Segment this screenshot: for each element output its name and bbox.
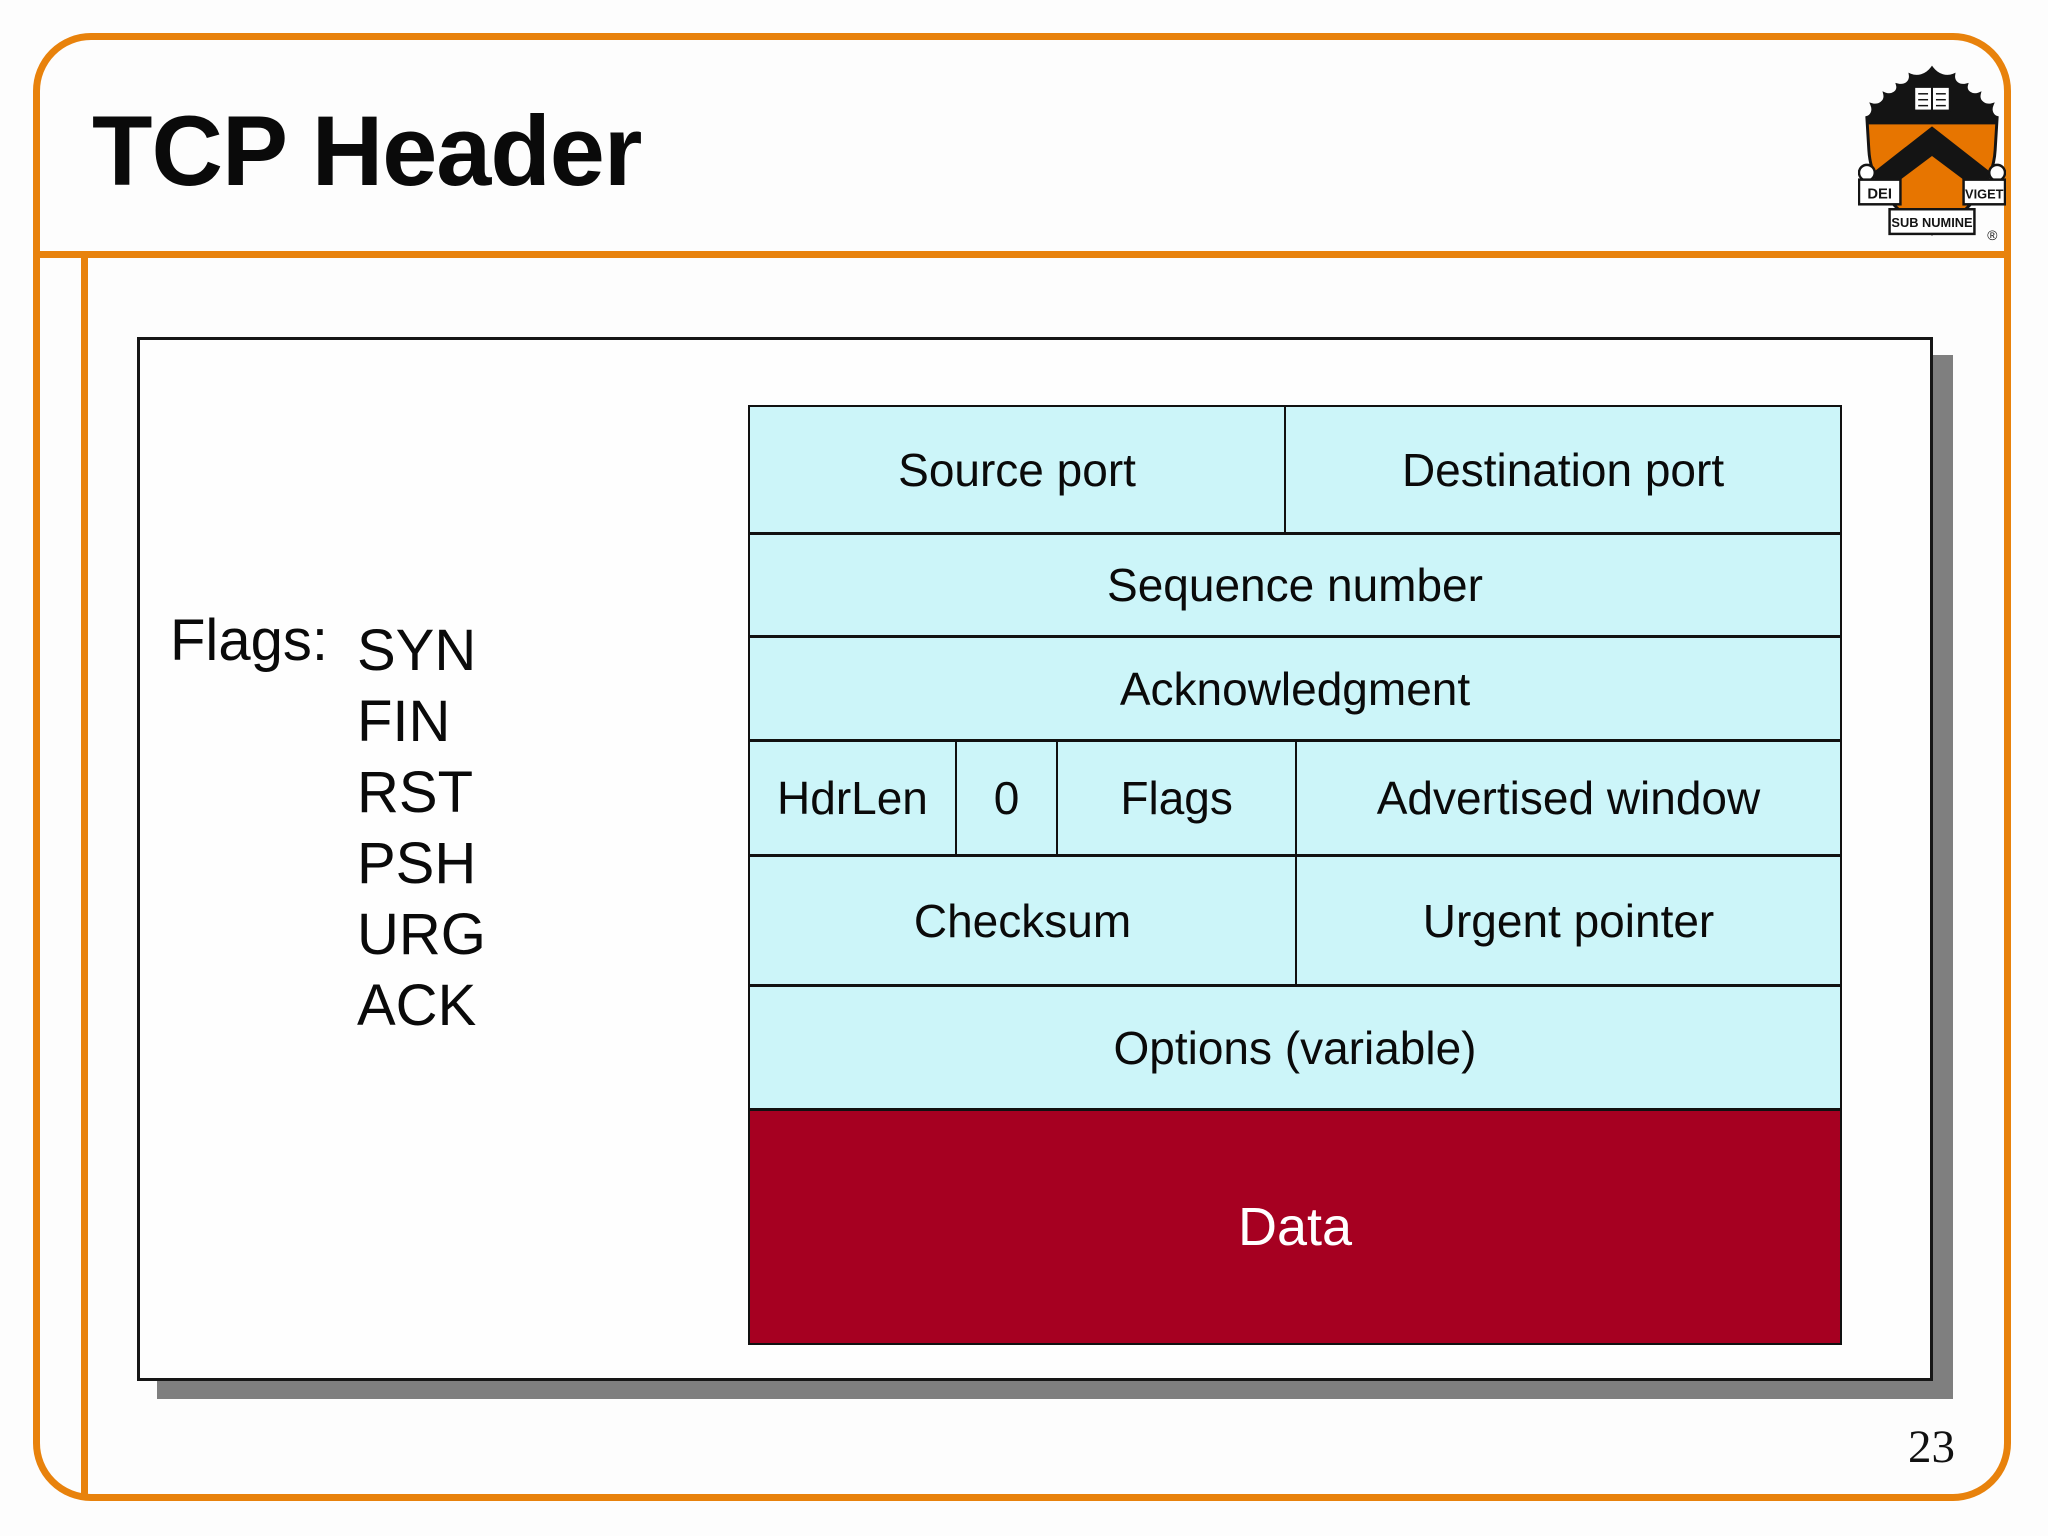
book-icon xyxy=(1913,85,1951,112)
table-row: Acknowledgment xyxy=(750,635,1840,739)
field-cell-flags: Flags xyxy=(1056,742,1295,854)
field-cell-source-port: Source port xyxy=(750,407,1285,532)
table-row: Data xyxy=(750,1108,1840,1343)
field-cell-sequence-number: Sequence number xyxy=(750,535,1840,635)
motto-banner: DEI VIGET SUB NUMINE ® xyxy=(1858,163,2006,242)
flag-item-syn: SYN xyxy=(357,618,477,683)
table-row: HdrLen 0 Flags Advertised window xyxy=(750,739,1840,854)
flags-list: SYN FIN RST PSH URG ACK xyxy=(357,615,486,1041)
flags-label: Flags: xyxy=(170,608,328,673)
flag-item-fin: FIN xyxy=(357,689,451,754)
table-row: Checksum Urgent pointer xyxy=(750,854,1840,984)
field-cell-advertised-window: Advertised window xyxy=(1294,742,1840,854)
table-row: Options (variable) xyxy=(750,984,1840,1108)
field-cell-checksum: Checksum xyxy=(750,857,1295,984)
motto-left: DEI xyxy=(1867,186,1892,202)
slide-border-frame xyxy=(33,33,2011,1501)
field-cell-hdrlen: HdrLen xyxy=(750,742,955,854)
motto-center: SUB NUMINE xyxy=(1891,215,1973,230)
flag-item-psh: PSH xyxy=(357,831,477,896)
flag-item-rst: RST xyxy=(357,760,473,825)
left-divider-line xyxy=(81,253,88,1495)
title-divider-line xyxy=(36,251,2011,258)
registered-mark: ® xyxy=(1987,227,1997,242)
table-row: Source port Destination port xyxy=(750,407,1840,532)
page-number: 23 xyxy=(1908,1421,1955,1473)
field-cell-zero: 0 xyxy=(954,742,1057,854)
field-cell-data: Data xyxy=(750,1111,1840,1343)
field-cell-options: Options (variable) xyxy=(750,987,1840,1108)
table-row: Sequence number xyxy=(750,532,1840,635)
motto-right: VIGET xyxy=(1965,186,2004,201)
field-cell-acknowledgment: Acknowledgment xyxy=(750,638,1840,739)
flag-item-ack: ACK xyxy=(357,973,477,1038)
field-cell-destination-port: Destination port xyxy=(1284,407,1840,532)
flag-item-urg: URG xyxy=(357,902,486,967)
tcp-header-table: Source port Destination port Sequence nu… xyxy=(748,405,1842,1345)
princeton-shield-logo: DEI VIGET SUB NUMINE ® xyxy=(1858,65,2006,242)
field-cell-urgent-pointer: Urgent pointer xyxy=(1295,857,1840,984)
page-title: TCP Header xyxy=(92,95,642,206)
